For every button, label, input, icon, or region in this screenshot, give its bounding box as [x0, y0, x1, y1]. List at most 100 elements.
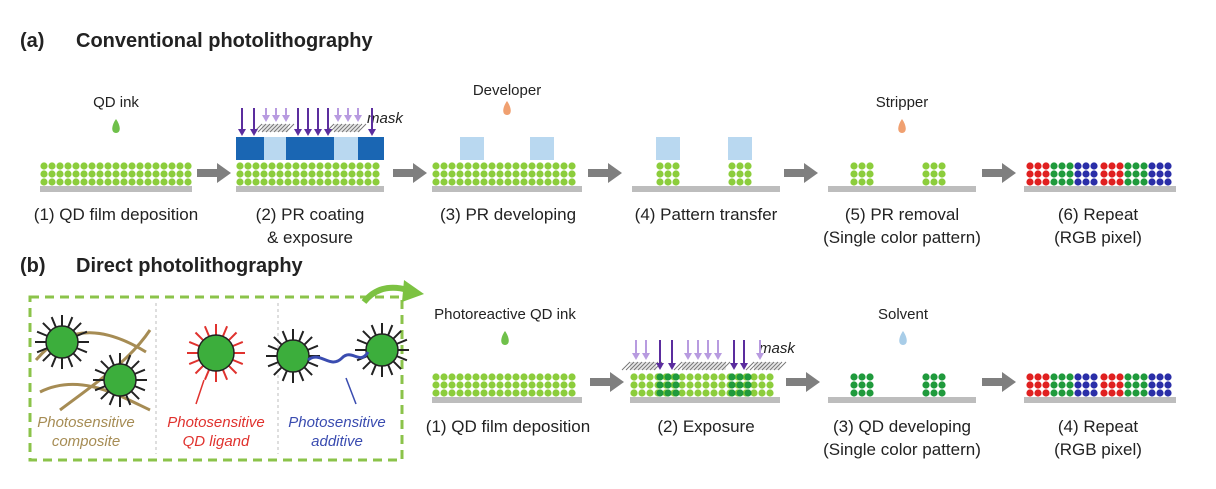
- qd-dot: [472, 381, 480, 389]
- qd-dot: [750, 389, 758, 397]
- uv-arrow-dark-head: [668, 363, 676, 370]
- mask-hatch-stroke: [277, 123, 287, 133]
- qd-dot: [866, 389, 874, 397]
- qd-dot: [168, 170, 176, 178]
- qd-dot: [686, 381, 694, 389]
- qd-dot: [440, 162, 448, 170]
- mask-hatch: [621, 361, 663, 371]
- qd-dot: [664, 389, 672, 397]
- uv-arrow-dark-head: [730, 363, 738, 370]
- qd-particle-ligand: [42, 322, 52, 332]
- qd-dot: [672, 389, 680, 397]
- qd-particle: [35, 315, 89, 369]
- qd-dot: [1132, 389, 1140, 397]
- mask-hatch-stroke: [685, 361, 695, 371]
- qd-particle-ligand: [392, 360, 402, 370]
- qd-dot: [152, 170, 160, 178]
- qd-particle-red-ligand-ligand: [221, 369, 229, 381]
- qd-dot: [694, 373, 702, 381]
- qd-dot: [504, 170, 512, 178]
- qd-dot: [276, 170, 284, 178]
- a4-pr-block: [728, 137, 752, 160]
- qd-dot: [1140, 162, 1148, 170]
- qd-dot: [512, 381, 520, 389]
- qd-dot: [260, 162, 268, 170]
- qd-particle-ligand: [94, 368, 106, 375]
- qd-dot: [858, 178, 866, 186]
- qd-dot: [672, 170, 680, 178]
- qd-particle-ligand: [273, 366, 283, 376]
- qd-dot: [744, 178, 752, 186]
- uv-arrow-dark-head: [294, 129, 302, 136]
- qd-dot: [1082, 170, 1090, 178]
- qd-dot: [480, 373, 488, 381]
- qd-dot: [308, 178, 316, 186]
- qd-dot: [922, 373, 930, 381]
- mask-hatch-stroke: [745, 361, 755, 371]
- qd-dot: [520, 389, 528, 397]
- mask-hatch-stroke: [673, 361, 683, 371]
- qd-particle-ligand: [134, 385, 146, 392]
- qd-dot: [736, 373, 744, 381]
- qd-dot: [1090, 381, 1098, 389]
- additive-linker: [307, 351, 370, 364]
- uv-arrow-dark-head: [368, 129, 376, 136]
- a3-pr-block: [460, 137, 484, 160]
- qd-dot: [456, 373, 464, 381]
- qd-dot: [850, 373, 858, 381]
- qd-dot: [308, 162, 316, 170]
- qd-dot: [736, 170, 744, 178]
- uv-arrow-dark-head: [250, 129, 258, 136]
- qd-dot: [40, 170, 48, 178]
- qd-particle-ligand: [72, 352, 82, 362]
- qd-dot: [268, 162, 276, 170]
- qd-dot: [1100, 162, 1108, 170]
- qd-dot: [1058, 373, 1066, 381]
- qd-particle-ligand: [130, 390, 140, 400]
- qd-dot: [1050, 178, 1058, 186]
- qd-dot: [664, 178, 672, 186]
- qd-dot: [292, 170, 300, 178]
- mask-hatch-stroke: [753, 361, 763, 371]
- qd-dot: [710, 389, 718, 397]
- qd-dot: [938, 381, 946, 389]
- qd-particle: [266, 329, 320, 383]
- qd-dot: [646, 389, 654, 397]
- b-step1-label: (1) QD film deposition: [426, 417, 590, 436]
- qd-dot: [1066, 389, 1074, 397]
- qd-dot: [728, 178, 736, 186]
- b2-substrate: [630, 397, 780, 403]
- qd-dot: [432, 389, 440, 397]
- qd-particle-ligand: [298, 370, 305, 382]
- mask-hatch-bg: [630, 362, 656, 370]
- qd-dot: [528, 162, 536, 170]
- qd-dot: [1148, 373, 1156, 381]
- mask-hatch-stroke: [285, 123, 295, 133]
- qd-dot: [252, 170, 260, 178]
- mask-hatch-stroke: [269, 123, 279, 133]
- qd-dot: [496, 162, 504, 170]
- qd-dot: [1124, 389, 1132, 397]
- qd-dot: [568, 381, 576, 389]
- uv-arrow-light-head: [272, 115, 280, 122]
- qd-dot: [504, 178, 512, 186]
- a2-pr-exposed: [264, 137, 286, 160]
- solvent-label: Solvent: [878, 306, 929, 323]
- qd-dot: [176, 170, 184, 178]
- qd-dot: [528, 381, 536, 389]
- qd-dot: [1164, 170, 1172, 178]
- qd-dot: [480, 178, 488, 186]
- qd-particle-ligand: [303, 336, 313, 346]
- qd-dot: [866, 381, 874, 389]
- qd-dot: [1034, 389, 1042, 397]
- qd-dot: [568, 373, 576, 381]
- mask-hatch-stroke: [757, 361, 767, 371]
- qd-dot: [1100, 389, 1108, 397]
- qd-dot: [316, 170, 324, 178]
- qd-dot: [1074, 373, 1082, 381]
- qd-dot: [440, 373, 448, 381]
- qd-dot: [766, 389, 774, 397]
- qd-dot: [284, 178, 292, 186]
- qd-dot: [1058, 162, 1066, 170]
- qd-dot: [728, 381, 736, 389]
